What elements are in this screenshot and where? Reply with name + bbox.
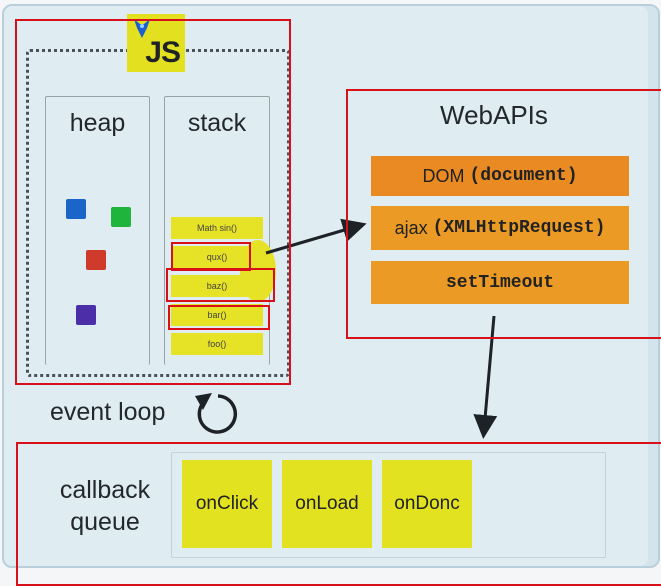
webapi-dom: DOM (document) <box>371 156 629 196</box>
heap-object-red <box>86 250 106 270</box>
stack-column: stack <box>164 96 270 365</box>
webapi-label: DOM <box>422 165 465 186</box>
js-logo: JS <box>127 14 185 72</box>
callback-queue-label: callback queue <box>45 474 165 538</box>
rocket-icon <box>134 19 150 38</box>
arrow-stack-to-webapis <box>265 218 367 255</box>
stack-frame: baz() <box>171 275 263 297</box>
heap-column: heap <box>45 96 150 365</box>
callback-item: onClick <box>182 460 272 548</box>
webapi-code: (XMLHttpRequest) <box>432 218 606 238</box>
stack-title: stack <box>187 109 247 137</box>
callback-queue-label-line2: queue <box>70 508 140 536</box>
heap-object-purple <box>76 305 96 325</box>
event-loop-icon <box>195 393 238 434</box>
callback-item: onDonc <box>382 460 472 548</box>
callback-queue-label-line1: callback <box>59 476 151 504</box>
js-logo-text: JS <box>145 36 181 69</box>
webapi-settimeout: setTimeout <box>371 261 629 304</box>
event-loop-label: event loop <box>50 398 166 426</box>
webapi-label: ajax <box>394 217 428 238</box>
webapis-title: WebAPIs <box>440 100 548 130</box>
callback-item: onLoad <box>282 460 372 548</box>
webapi-ajax: ajax (XMLHttpRequest) <box>371 206 629 250</box>
heap-title: heap <box>69 109 126 137</box>
stack-frame: bar() <box>171 304 263 326</box>
stack-frame: Math sin() <box>171 217 263 239</box>
heap-object-green <box>111 207 131 227</box>
stack-frame: foo() <box>171 333 263 355</box>
arrow-webapis-to-queue <box>473 315 498 439</box>
callback-queue-box <box>171 452 606 558</box>
webapi-code: setTimeout <box>445 272 555 293</box>
heap-object-blue <box>66 199 86 219</box>
stack-frame: qux() <box>171 246 263 268</box>
webapi-code: (document) <box>469 166 578 186</box>
